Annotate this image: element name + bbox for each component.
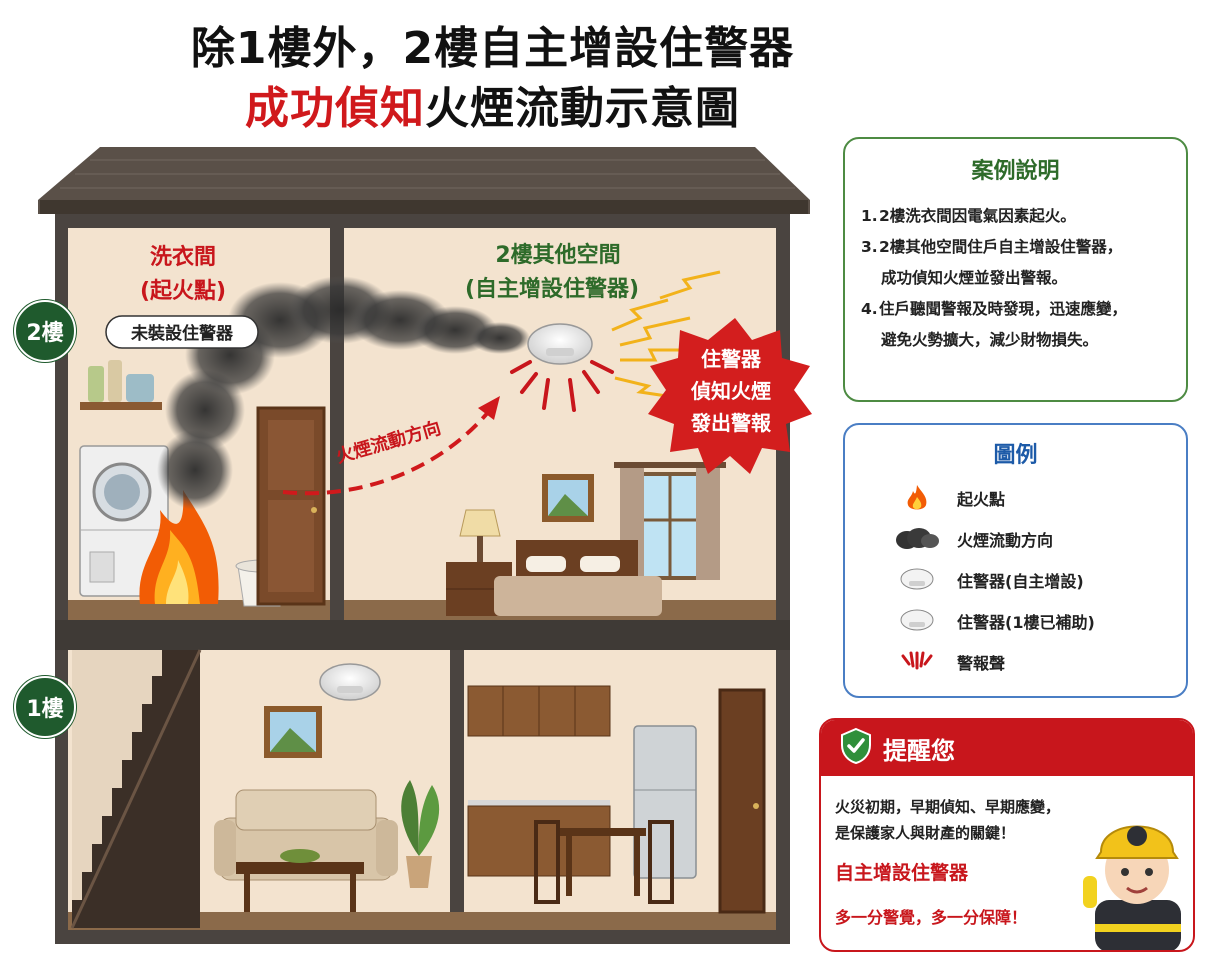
room2-label: 2樓其他空間	[495, 242, 620, 268]
reminder-header: 提醒您	[821, 720, 1193, 776]
burst-line3: 發出警報	[690, 411, 772, 435]
smoke-alarm-icon	[895, 565, 939, 595]
laundry-door	[256, 406, 326, 606]
bedroom-window	[614, 462, 726, 580]
reminder-panel: 提醒您 火災初期，早期偵知、早期應變， 是保護家人與財產的關鍵！ 自主增設住警器…	[819, 718, 1195, 952]
coffee-table	[236, 849, 364, 912]
legend-item-alarm-subsidized: 住警器(1樓已補助)	[895, 606, 1095, 636]
firefighter-mascot	[1083, 825, 1181, 950]
smoke-icon	[895, 524, 939, 554]
legend-label: 住警器(自主增設)	[957, 572, 1084, 591]
flame-icon	[895, 483, 939, 513]
roof	[38, 147, 810, 214]
case-description-panel: 案例說明 1.2樓洗衣間因電氣因素起火。 3.2樓其他空間住戶自主增設住警器，成…	[843, 137, 1188, 402]
laundry-shelf	[80, 360, 162, 410]
shield-check-icon	[839, 727, 873, 769]
case-list: 1.2樓洗衣間因電氣因素起火。 3.2樓其他空間住戶自主增設住警器，成功偵知火煙…	[861, 201, 1186, 356]
reminder-slogan: 多一分警覺，多一分保障！	[835, 908, 1028, 927]
legend-item-alarm-self: 住警器(自主增設)	[895, 565, 1084, 595]
no-alarm-tag-bg	[105, 315, 259, 349]
smoke-alarm-floor1	[319, 663, 381, 701]
floor-slab	[55, 620, 790, 650]
reminder-line1: 火災初期，早期偵知、早期應變，	[835, 798, 1061, 816]
smoke-alarm-floor2	[527, 323, 593, 365]
floor1-badge: 1樓	[14, 676, 76, 738]
fire-flame	[139, 490, 219, 604]
alarm-sound-icon	[895, 647, 939, 677]
legend-label: 警報聲	[957, 654, 1006, 673]
washing-machine	[79, 445, 169, 597]
reminder-highlight: 自主增設住警器	[835, 862, 969, 884]
kitchen-door	[718, 688, 766, 914]
potted-plant	[401, 780, 440, 888]
reminder-line2: 是保護家人與財產的關鍵！	[835, 824, 1016, 842]
title-rest: 火煙流動示意圖	[425, 83, 740, 134]
smoke-alarm-icon	[895, 606, 939, 636]
house-cutaway-illustration: 洗衣間 (起火點) 未裝設住警器 2樓其他空間 (自主增設住警器) 火煙流動方向…	[38, 147, 812, 944]
bedroom-picture	[542, 474, 594, 522]
legend-panel: 圖例 起火點 火煙流動方向 住警器(自主增設) 住警器(1樓已補助) 警報聲	[843, 423, 1188, 698]
alarm-burst: 住警器 偵知火煙 發出警報	[648, 318, 812, 474]
case-item: 4.住戶聽聞警報及時發現，迅速應變，避免火勢擴大，減少財物損失。	[861, 300, 1128, 349]
living-picture	[264, 706, 322, 758]
legend-label: 火煙流動方向	[957, 531, 1054, 550]
page-title-line2: 成功偵知火煙流動示意圖	[0, 72, 985, 136]
case-title: 案例說明	[971, 159, 1060, 184]
flow-direction-arrow	[282, 396, 500, 496]
legend-label: 起火點	[957, 490, 1006, 509]
legend-item-fire: 起火點	[895, 483, 1005, 513]
burst-line2: 偵知火煙	[690, 379, 771, 403]
no-alarm-tag: 未裝設住警器	[130, 323, 234, 344]
laundry-label: 洗衣間	[150, 244, 216, 270]
legend-title: 圖例	[993, 443, 1038, 468]
page-title-line1: 除1樓外，2樓自主增設住警器	[190, 23, 795, 74]
floor2-badge: 2樓	[14, 300, 76, 362]
legend-item-alarm-sound: 警報聲	[895, 647, 1005, 677]
burst-line1: 住警器	[701, 347, 762, 371]
reminder-title: 提醒您	[883, 736, 955, 765]
dining-set	[534, 820, 674, 904]
refrigerator	[633, 725, 697, 879]
room2-sublabel: (自主增設住警器)	[465, 276, 639, 302]
title-highlight: 成功偵知	[245, 83, 425, 134]
alarm-lightning	[611, 270, 721, 400]
laundry-sublabel: (起火點)	[140, 279, 226, 304]
bedside-lamp	[459, 509, 501, 562]
legend-item-smoke: 火煙流動方向	[895, 524, 1053, 554]
legend-label: 住警器(1樓已補助)	[957, 613, 1095, 632]
case-item: 3.2樓其他空間住戶自主增設住警器，成功偵知火煙並發出警報。	[861, 238, 1123, 287]
staircase	[70, 649, 202, 929]
kitchen-cabinets	[467, 685, 611, 877]
case-item: 1.2樓洗衣間因電氣因素起火。	[861, 207, 1076, 225]
alarm-sound-marks	[510, 360, 614, 412]
bed	[494, 540, 662, 616]
